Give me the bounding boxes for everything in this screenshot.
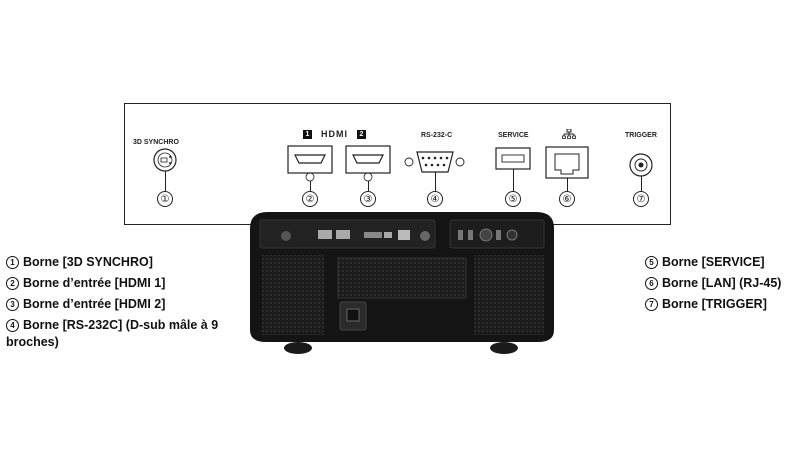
hdmi-1-connector (287, 145, 333, 182)
legend-text: Borne [LAN] (RJ-45) (662, 276, 782, 290)
lan-connector (545, 146, 589, 179)
callout-7: ⑦ (633, 191, 649, 207)
legend-item-5: 5 Borne [SERVICE] (645, 254, 765, 271)
leader-line-4 (435, 172, 436, 191)
callout-4: ④ (427, 191, 443, 207)
legend-item-7: 7 Borne [TRIGGER] (645, 296, 767, 313)
callout-1: ① (157, 191, 173, 207)
leader-line-1 (165, 171, 166, 191)
legend-number: 3 (6, 298, 19, 311)
service-usb-connector (495, 147, 531, 170)
leader-line-3 (368, 181, 369, 191)
legend-text: Borne d’entrée [HDMI 1] (23, 276, 166, 290)
3d-synchro-connector (153, 148, 177, 172)
callout-6: ⑥ (559, 191, 575, 207)
trigger-connector (629, 153, 653, 177)
callout-3: ③ (360, 191, 376, 207)
label-trigger: TRIGGER (625, 132, 657, 139)
rs232c-connector (404, 151, 465, 173)
hdmi-2-connector (345, 145, 391, 182)
legend-item-6: 6 Borne [LAN] (RJ-45) (645, 275, 781, 292)
legend-item-4-continued: broches) (6, 335, 59, 349)
legend-number: 4 (6, 319, 19, 332)
label-service: SERVICE (498, 132, 529, 139)
legend-item-3: 3 Borne d’entrée [HDMI 2] (6, 296, 165, 313)
legend-text: Borne [SERVICE] (662, 255, 765, 269)
callout-2: ② (302, 191, 318, 207)
legend-number: 1 (6, 256, 19, 269)
legend-text: Borne d’entrée [HDMI 2] (23, 297, 166, 311)
leader-line-5 (513, 169, 514, 191)
leader-line-7 (641, 176, 642, 191)
legend-text: Borne [RS-232C] (D-sub mâle à 9 (23, 318, 219, 332)
legend-item-4: 4 Borne [RS-232C] (D-sub mâle à 9 (6, 317, 218, 334)
connector-panel: 3D SYNCHRO 1 HDMI 2 RS-232-C SERVICE TRIGG… (124, 103, 671, 225)
connector-drawings (153, 145, 653, 182)
label-3d-synchro: 3D SYNCHRO (133, 139, 179, 146)
leader-line-6 (567, 178, 568, 191)
legend-item-1: 1 Borne [3D SYNCHRO] (6, 254, 153, 271)
hdmi-2-badge: 2 (357, 129, 366, 139)
callout-5: ⑤ (505, 191, 521, 207)
network-icon (562, 128, 576, 139)
label-rs232c: RS-232-C (421, 132, 453, 139)
label-hdmi: 1 HDMI 2 (303, 129, 366, 139)
hdmi-logo: HDMI (321, 129, 348, 139)
legend-text: Borne [3D SYNCHRO] (23, 255, 153, 269)
legend-number: 7 (645, 298, 658, 311)
legend-number: 5 (645, 256, 658, 269)
hdmi-1-badge: 1 (303, 129, 312, 139)
projector-rear-image (250, 212, 554, 354)
legend-item-2: 2 Borne d’entrée [HDMI 1] (6, 275, 165, 292)
leader-line-2 (310, 181, 311, 191)
legend-number: 2 (6, 277, 19, 290)
legend-text: Borne [TRIGGER] (662, 297, 767, 311)
legend-number: 6 (645, 277, 658, 290)
